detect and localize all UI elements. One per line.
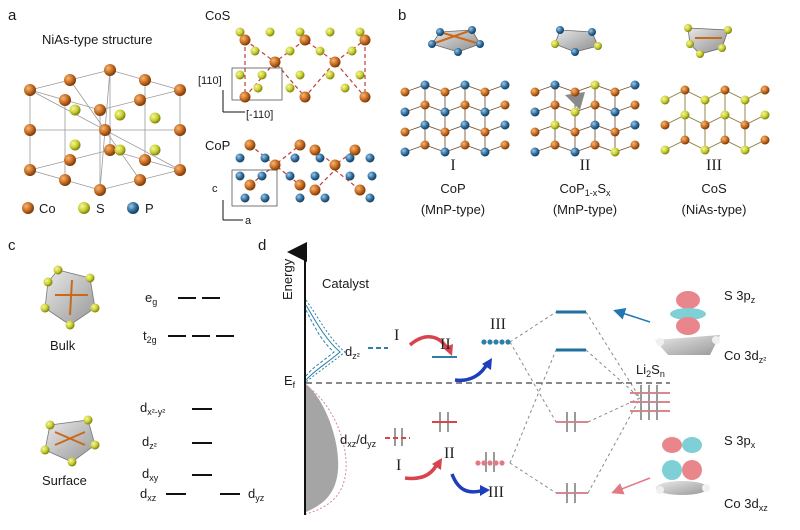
slab-cop [400,80,510,157]
dz2-label: dz² [142,434,157,451]
s-atoms-cell [69,104,161,156]
blue-arrow-bottom-head [480,485,490,496]
red-arrow-top-head [443,344,453,356]
atom-legend: Co S P [22,201,154,216]
dxz-dots-iii [475,460,505,466]
legend-p-label: P [145,201,154,216]
s3pz-co3dz2-orbital [655,291,720,355]
t2g-label: t2g [143,328,157,345]
dxy-label: dxy [142,466,159,483]
slab-copsx [530,80,640,157]
roman-i-label: I [450,157,455,174]
d-roman-ii-bottom: II [444,445,455,462]
li2sn-label: Li2Sn [636,362,665,379]
eg-label: eg [145,290,157,307]
s3px-label: S 3px [724,433,756,450]
panel-d: d Energy Catalyst Ef dz² I II III d [258,237,768,515]
d-roman-iii-bottom: III [488,484,504,501]
dz2-dots-iii [481,339,511,345]
legend-co-label: Co [39,201,56,216]
axis-m110-label: [-110] [246,109,273,121]
energy-axis-label: Energy [280,258,295,300]
bulk-octahedron [40,265,100,330]
polyhedron-cos [684,24,732,58]
dxz-label: dxz [140,486,157,503]
cop-projection-label: CoP [205,138,230,153]
s3pz-label: S 3pz [724,288,756,305]
bulk-levels: eg t2g [143,290,234,345]
blue-arrow-top-head [482,358,492,370]
blue-arrow-bottom [450,473,485,494]
mo-spin-low [566,483,576,503]
cop-name-label: CoP [440,181,465,196]
panel-c: c Bulk eg t2g Surface dx²-y² dz [8,237,265,503]
cop-type-label: (MnP-type) [421,202,485,217]
axis-110-label: [110] [198,75,222,87]
dxz-dyz-label: dxz/dyz [340,432,377,449]
red-arrow-bottom-head [432,458,442,470]
dos-blue [305,299,346,383]
panel-b: b [398,7,770,217]
d-roman-iii-top: III [490,316,506,333]
dz2-d-label: dz² [345,344,360,361]
d-roman-i-top: I [394,327,399,344]
axis-a-label: a [245,215,252,227]
catalyst-label: Catalyst [322,276,369,291]
d-roman-i-bottom: I [396,457,401,474]
cos-type-label: (NiAs-type) [681,202,746,217]
surface-pyramid [40,415,100,467]
dos-filled [306,384,339,512]
panel-a: a NiAs-type structure [8,7,377,227]
polyhedron-cop [428,26,484,56]
dx2y2-label: dx²-y² [140,400,165,417]
roman-iii-label: III [706,157,722,174]
ef-label: Ef [284,373,296,390]
s3px-co3dxz-orbital [656,437,710,495]
slab-cos [660,85,770,155]
red-arrow-top [408,335,450,351]
correlation-lines [509,311,641,494]
surface-levels: dx²-y² dz² dxy dxz dyz [140,400,265,503]
co-atom-icon [22,202,34,214]
copsx-name-label: CoP1-xSx [560,181,611,198]
copsx-type-label: (MnP-type) [553,202,617,217]
co3dxz-label: Co 3dxz [724,496,768,513]
bulk-label: Bulk [50,338,76,353]
nias-structure-title: NiAs-type structure [42,32,153,47]
li2sn-spins [640,385,658,420]
blue-pointer-arrow [613,308,651,323]
polyhedron-copsx [551,26,602,56]
dos-pink-outline [305,385,347,515]
co3dz2-label: Co 3dz² [724,348,766,365]
panel-a-letter: a [8,7,17,24]
axis-c-label: c [212,183,218,195]
legend-s-label: S [96,201,105,216]
blue-arrow-top [454,361,490,383]
surface-label: Surface [42,473,87,488]
p-atom-icon [127,202,139,214]
panel-c-letter: c [8,237,16,254]
s-atom-icon [78,202,90,214]
pink-pointer-arrow [611,477,651,495]
dyz-label: dyz [248,486,265,503]
panel-d-letter: d [258,237,266,254]
d-roman-ii-top: II [440,336,451,353]
cos-projection [222,27,371,113]
panel-b-letter: b [398,7,406,24]
co-atoms-cell [24,64,186,196]
cop-projection [222,139,377,221]
roman-ii-label: II [580,157,591,174]
mo-spin-top [566,412,576,432]
cos-name-label: CoS [701,181,727,196]
cos-projection-label: CoS [205,8,231,23]
